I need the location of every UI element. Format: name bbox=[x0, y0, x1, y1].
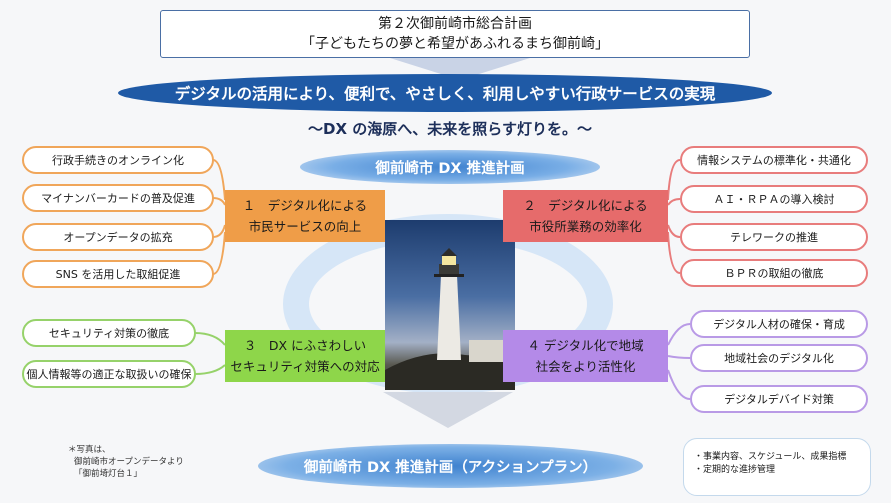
pillar-4-community: ４ デジタル化で地域 社会をより活性化 bbox=[503, 330, 668, 382]
photo-note-line2: 御前崎市オープンデータより bbox=[74, 457, 184, 467]
pillar-4-item: デジタルデバイド対策 bbox=[690, 385, 868, 413]
pillar-2-line1: ２ デジタル化による bbox=[523, 198, 648, 213]
photo-credit-note: ＊写真は、 御前崎市オープンデータより 「御前埼灯台１」 bbox=[68, 444, 228, 480]
plan-title-line1: 第２次御前崎市総合計画 bbox=[378, 16, 532, 32]
pillar-1-line1: １ デジタル化による bbox=[242, 198, 368, 213]
pillar-3-line1: ３ DX にふさわしい bbox=[243, 338, 367, 353]
pillar-2-item: 情報システムの標準化・共通化 bbox=[680, 146, 868, 174]
photo-note-line3: 「御前埼灯台１」 bbox=[74, 469, 143, 479]
pillar-4-item: デジタル人材の確保・育成 bbox=[690, 310, 868, 338]
pillar-1-item: オープンデータの拡充 bbox=[22, 223, 214, 251]
vision-ellipse: デジタルの活用により、便利で、やさしく、利用しやすい行政サービスの実現 bbox=[118, 74, 772, 112]
dx-plan-title: 御前崎市 DX 推進計画 bbox=[300, 150, 600, 184]
action-plan-arrow bbox=[383, 392, 513, 428]
pillar-4-line2: 社会をより活性化 bbox=[535, 359, 636, 374]
pillar-3-item: 個人情報等の適正な取扱いの確保 bbox=[22, 360, 196, 388]
pillar-4-item: 地域社会のデジタル化 bbox=[690, 344, 868, 372]
lighthouse-photo bbox=[385, 220, 515, 390]
pillar-1-item: マイナンバーカードの普及促進 bbox=[22, 184, 214, 212]
pillar-2-line2: 市役所業務の効率化 bbox=[529, 219, 642, 234]
pillar-2-item: テレワークの推進 bbox=[680, 223, 868, 251]
pillar-1-citizen-service: １ デジタル化による 市民サービスの向上 bbox=[225, 190, 385, 242]
lighthouse-icon bbox=[385, 248, 515, 390]
photo-note-line1: ＊写真は、 bbox=[68, 445, 111, 455]
pillar-2-item: ＡＩ・ＲＰＡの導入検討 bbox=[680, 185, 868, 213]
slogan: ～DX の海原へ、未来を照らす灯りを。～ bbox=[308, 120, 592, 138]
pillar-3-security: ３ DX にふさわしい セキュリティ対策への対応 bbox=[225, 330, 385, 382]
pillar-4-line1: ４ デジタル化で地域 bbox=[527, 338, 644, 353]
pillar-3-line2: セキュリティ対策への対応 bbox=[230, 359, 380, 374]
action-note: ・事業内容、スケジュール、成果指標 bbox=[694, 452, 847, 462]
pillar-3-item: セキュリティ対策の徹底 bbox=[22, 319, 196, 347]
action-note: ・定期的な進捗管理 bbox=[694, 465, 776, 475]
pillar-1-line2: 市民サービスの向上 bbox=[248, 219, 362, 234]
plan-title-line2: 「子どもたちの夢と希望があふれるまち御前崎」 bbox=[301, 36, 609, 52]
pillar-2-office-efficiency: ２ デジタル化による 市役所業務の効率化 bbox=[503, 190, 668, 242]
pillar-1-item: 行政手続きのオンライン化 bbox=[22, 146, 214, 174]
action-plan-notes: ・事業内容、スケジュール、成果指標 ・定期的な進捗管理 bbox=[683, 438, 871, 496]
action-plan-title: 御前崎市 DX 推進計画（アクションプラン） bbox=[258, 444, 643, 488]
pillar-1-item: SNS を活用した取組促進 bbox=[22, 260, 214, 288]
general-plan-box: 第２次御前崎市総合計画 「子どもたちの夢と希望があふれるまち御前崎」 bbox=[160, 10, 750, 58]
pillar-2-item: ＢＰＲの取組の徹底 bbox=[680, 259, 868, 287]
